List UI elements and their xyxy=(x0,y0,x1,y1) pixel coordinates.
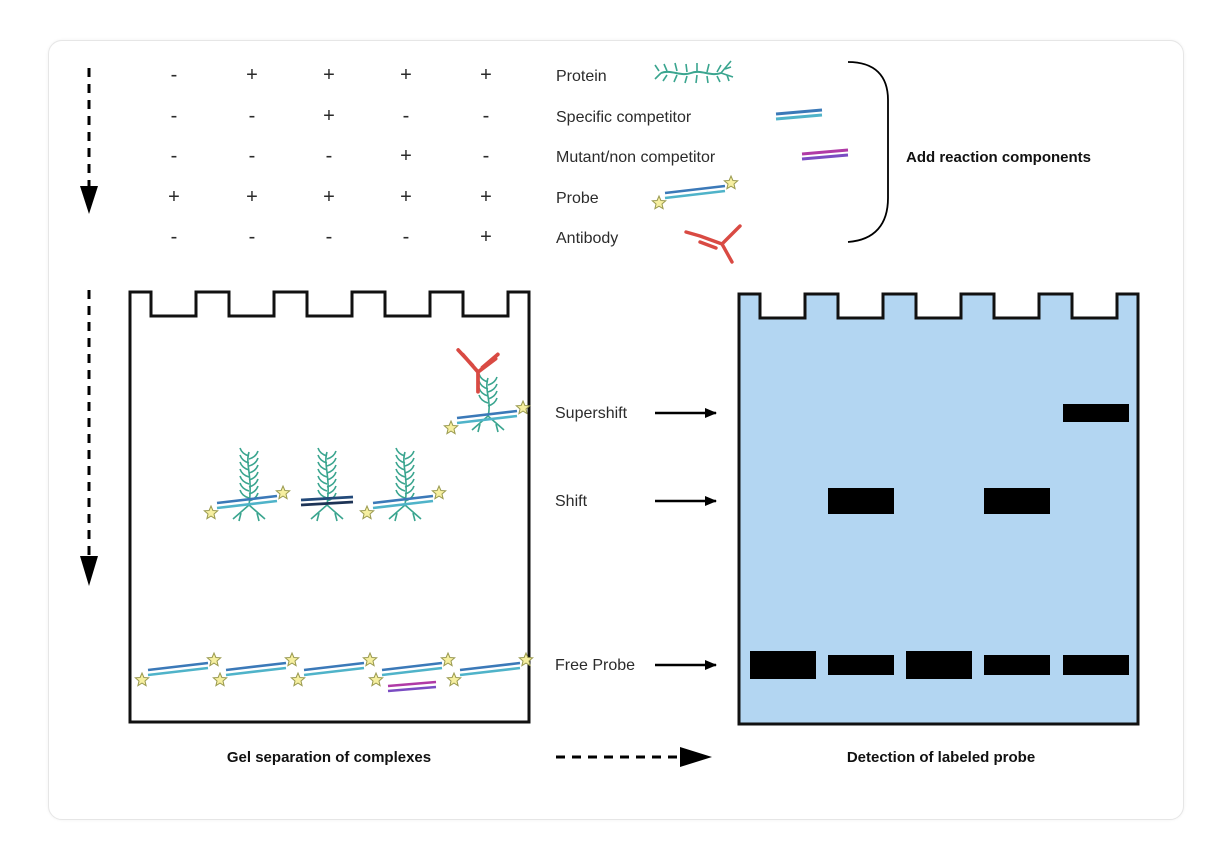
component-label: Protein xyxy=(556,68,607,85)
sign-row1-lane2: + xyxy=(246,64,258,86)
sign-row1-lane5: + xyxy=(480,64,492,86)
free-probe-lane5 xyxy=(446,651,534,687)
component-label: Specific competitor xyxy=(556,109,692,126)
shift-band-lane2 xyxy=(828,488,894,514)
free-probe-band-lane2 xyxy=(828,655,894,675)
protein-dna-complex-lane3 xyxy=(300,447,354,522)
free-probe-lane1 xyxy=(134,651,222,687)
workflow-arrow-middle xyxy=(80,290,98,586)
sign-row3-lane5: - xyxy=(483,145,490,167)
sign-row2-lane5: - xyxy=(483,105,490,127)
sign-row1-lane4: + xyxy=(400,64,412,86)
free-probe-band-lane5 xyxy=(1063,655,1129,675)
antibody-icon xyxy=(684,224,742,264)
sign-row2-lane1: - xyxy=(171,105,178,127)
free-probe-band-lane1 xyxy=(750,651,816,679)
shift-band-lane4 xyxy=(984,488,1050,514)
probe xyxy=(443,399,531,435)
right-gel-caption: Detection of labeled probe xyxy=(847,749,1035,766)
sign-row1-lane1: - xyxy=(171,64,178,86)
workflow-arrow-top xyxy=(80,68,98,214)
component-label: Antibody xyxy=(556,230,618,247)
sign-row4-lane4: + xyxy=(400,186,412,208)
sign-row5-lane2: - xyxy=(249,226,256,248)
supershift-band-lane5 xyxy=(1063,404,1129,422)
gel-bands xyxy=(750,404,1129,679)
right-gel xyxy=(737,292,1140,726)
mutant-competitor-lane4 xyxy=(387,680,437,693)
mutant-competitor-icon xyxy=(801,148,849,161)
sign-row3-lane3: - xyxy=(326,145,333,167)
specific-competitor-complex xyxy=(300,495,354,507)
sign-grid: - + + + + - - + - - - - - + - + + + + + - - - - + xyxy=(168,64,492,248)
protein-icon xyxy=(654,60,734,84)
reaction-bracket xyxy=(847,61,889,243)
specific-competitor-icon xyxy=(775,108,823,121)
sign-row1-lane3: + xyxy=(323,64,335,86)
sign-row4-lane3: + xyxy=(323,186,335,208)
sign-row5-lane4: - xyxy=(403,226,410,248)
component-label: Mutant/non competitor xyxy=(556,149,716,166)
free-probe-lane4 xyxy=(368,651,456,687)
sign-row3-lane2: - xyxy=(249,145,256,167)
left-gel-caption: Gel separation of complexes xyxy=(227,749,431,766)
protein xyxy=(310,447,344,522)
shift-label: Shift xyxy=(555,493,588,510)
component-label: Probe xyxy=(556,190,599,207)
sign-row2-lane2: - xyxy=(249,105,256,127)
sign-row4-lane1: + xyxy=(168,186,180,208)
sign-row5-lane1: - xyxy=(171,226,178,248)
probe xyxy=(203,484,291,520)
free-probe-band-lane4 xyxy=(984,655,1050,675)
sign-row3-lane1: - xyxy=(171,145,178,167)
sign-row5-lane3: - xyxy=(326,226,333,248)
protein-dna-complex-lane2 xyxy=(203,447,291,522)
supershift-label: Supershift xyxy=(555,405,628,422)
probe-icon xyxy=(651,174,739,210)
antibody xyxy=(456,348,500,394)
protein xyxy=(471,373,505,433)
probe xyxy=(359,484,447,520)
free-probe-label: Free Probe xyxy=(555,657,635,674)
protein-dna-complex-lane4 xyxy=(359,447,447,522)
sign-row2-lane3: + xyxy=(323,105,335,127)
detection-arrow xyxy=(556,747,712,767)
free-probe-lane2 xyxy=(212,651,300,687)
free-probe-band-lane3 xyxy=(906,651,972,679)
probe xyxy=(651,174,739,210)
sign-row5-lane5: + xyxy=(480,226,492,248)
left-gel-complexes xyxy=(134,348,534,693)
bracket-label: Add reaction components xyxy=(906,149,1091,166)
free-probe-lane3 xyxy=(290,651,378,687)
sign-row4-lane5: + xyxy=(480,186,492,208)
sign-row3-lane4: + xyxy=(400,145,412,167)
sign-row4-lane2: + xyxy=(246,186,258,208)
sign-row2-lane4: - xyxy=(403,105,410,127)
supershift-complex-lane5 xyxy=(443,348,531,435)
